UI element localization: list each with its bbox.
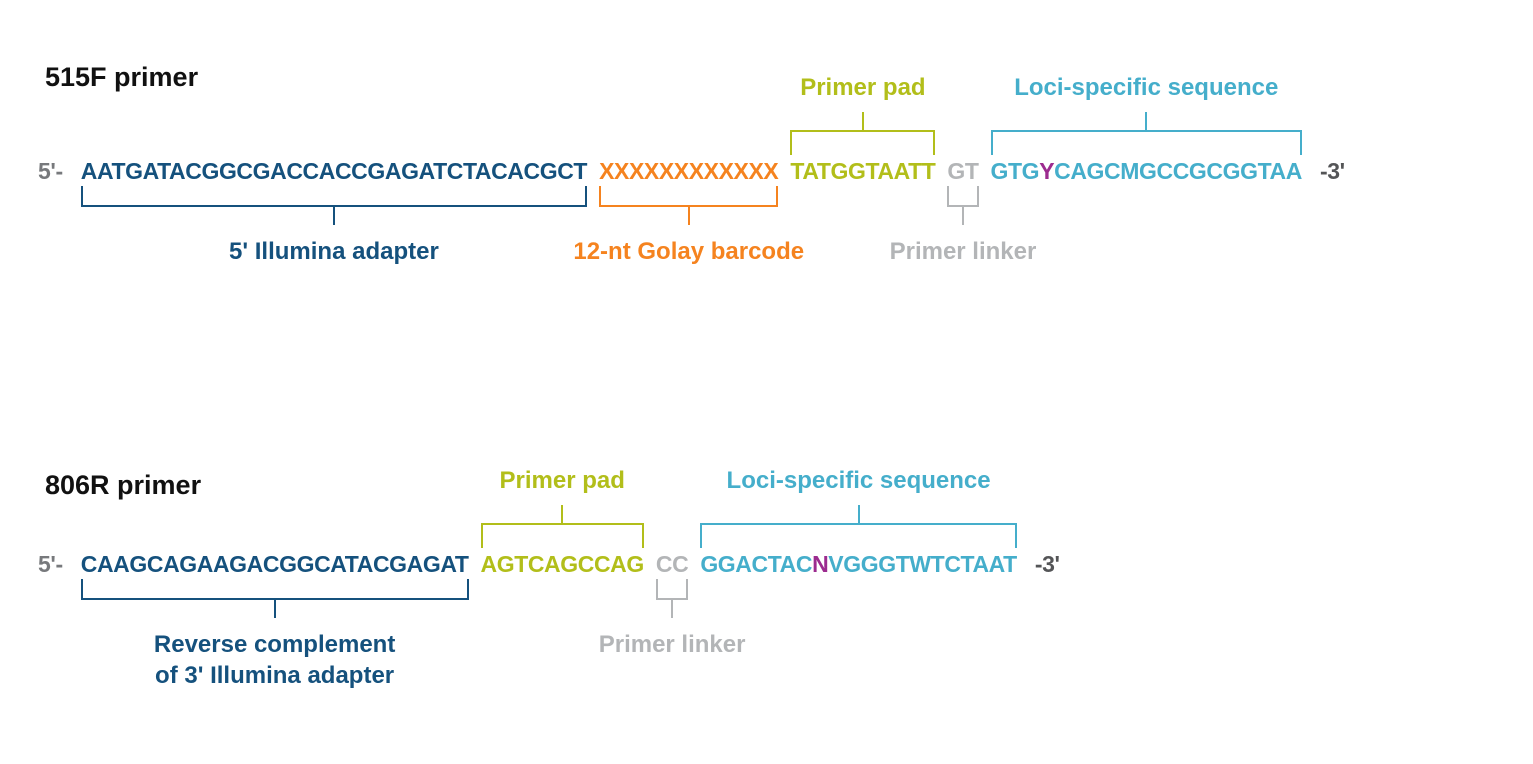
loci-sequence-pre: GTG — [990, 158, 1040, 184]
primer-pad-bracket: Primer pad — [790, 74, 936, 155]
loci-sequence-post: VGGGTWTCTAAT — [828, 551, 1017, 577]
label-line-2: of 3' Illumina adapter — [155, 662, 395, 690]
bracket-stem — [561, 505, 564, 525]
bracket-stem — [273, 598, 276, 618]
loci-sequence-pre: GGACTAC — [700, 551, 813, 577]
bracket-stem — [687, 205, 690, 225]
golay-barcode-sequence: XXXXXXXXXXXX — [599, 158, 779, 184]
segment-primer-pad: TATGGTAATT Primer pad — [790, 74, 936, 184]
segment-loci-specific: GTGYCAGCMGCCGCGGTAA Loci-specific sequenc… — [990, 74, 1302, 184]
five-prime-end-label: 5'- — [38, 551, 63, 577]
reverse-complement-adapter-bracket: Reverse complement of 3' Illumina adapter — [80, 579, 469, 689]
illumina-adapter-bracket: 5' Illumina adapter — [80, 186, 588, 265]
primer-515f-title: 515F primer — [45, 62, 199, 92]
three-prime-end-label: -3' — [1319, 158, 1345, 184]
primer-linker-bracket: Primer linker — [890, 186, 1036, 265]
segment-loci-specific: GGACTACNVGGGTWTCTAAT Loci-specific sequen… — [700, 467, 1017, 577]
segment-primer-pad: AGTCAGCCAG Primer pad — [480, 467, 645, 577]
primer-linker-label: Primer linker — [598, 631, 746, 658]
bracket-stem — [332, 205, 335, 225]
golay-barcode-bracket: 12-nt Golay barcode — [573, 186, 804, 265]
segment-golay-barcode: XXXXXXXXXXXX 12-nt Golay barcode — [573, 158, 804, 266]
three-prime-end-label: -3' — [1034, 551, 1060, 577]
segment-illumina-adapter: AATGATACGGCGACCACCGAGATCTACACGCT 5' Illum… — [80, 158, 588, 265]
illumina-adapter-sequence: AATGATACGGCGACCACCGAGATCTACACGCT — [80, 158, 588, 184]
loci-specific-bracket: Loci-specific sequence — [990, 74, 1302, 155]
primer-pad-label: Primer pad — [499, 466, 625, 494]
loci-sequence-post: CAGCMGCCGCGGTAA — [1054, 158, 1302, 184]
bracket-stem — [861, 112, 864, 132]
loci-specific-bracket: Loci-specific sequence — [700, 467, 1017, 548]
golay-barcode-label: 12-nt Golay barcode — [573, 238, 805, 265]
label-line-1: Reverse complement — [153, 631, 396, 658]
bracket-stem — [857, 505, 860, 525]
loci-specific-label: Loci-specific sequence — [726, 466, 991, 494]
primer-linker-sequence: GT — [947, 158, 979, 184]
segment-primer-linker: CC Primer linker — [599, 551, 746, 659]
primer-linker-sequence: CC — [655, 551, 689, 577]
primer-pad-bracket: Primer pad — [480, 467, 644, 548]
primer-806r-title: 806R primer — [45, 470, 202, 500]
five-prime-end-label: 5'- — [38, 158, 63, 184]
degenerate-base-Y: Y — [1039, 158, 1055, 184]
bracket-stem — [1145, 112, 1148, 132]
segment-primer-linker: GT Primer linker — [890, 158, 1037, 266]
segment-reverse-complement-adapter: CAAGCAGAAGACGGCATACGAGAT Reverse compleme… — [80, 551, 469, 689]
primer-pad-sequence: TATGGTAATT — [790, 158, 936, 184]
primer-806r-sequence-row: 5'- CAAGCAGAAGACGGCATACGAGAT Reverse comp… — [38, 467, 1060, 689]
reverse-complement-adapter-sequence: CAAGCAGAAGACGGCATACGAGAT — [80, 551, 469, 577]
primer-515f-sequence-row: 5'- AATGATACGGCGACCACCGAGATCTACACGCT 5' I… — [38, 74, 1345, 266]
bracket-stem — [671, 598, 674, 618]
primer-pad-label: Primer pad — [800, 73, 926, 101]
primer-pad-sequence: AGTCAGCCAG — [480, 551, 645, 577]
bracket-stem — [961, 205, 964, 225]
illumina-adapter-label: 5' Illumina adapter — [229, 238, 439, 265]
reverse-complement-adapter-label: Reverse complement of 3' Illumina adapter — [154, 629, 395, 691]
primer-linker-label: Primer linker — [889, 238, 1037, 265]
loci-specific-label: Loci-specific sequence — [1014, 73, 1279, 101]
primer-linker-bracket: Primer linker — [599, 579, 745, 658]
degenerate-base-N: N — [812, 551, 829, 577]
